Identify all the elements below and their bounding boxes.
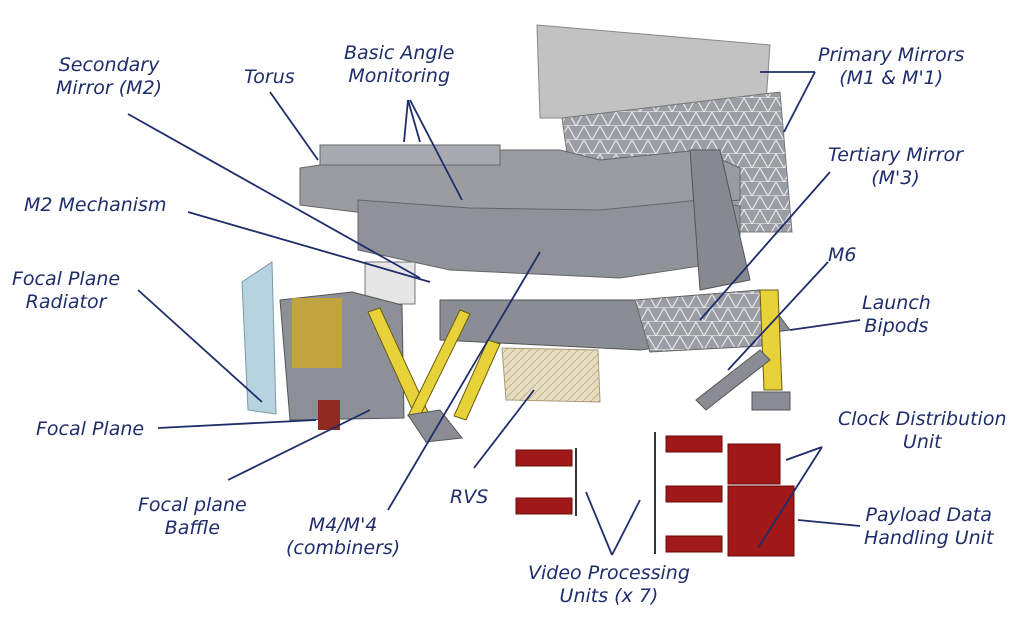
label-focal-plane-radiator: Focal Plane Radiator [12, 268, 121, 313]
video-processing-units [515, 435, 723, 553]
focal-plane-baffle [318, 400, 340, 430]
label-m6: M6 [828, 244, 857, 266]
label-m2-mechanism: M2 Mechanism [24, 194, 167, 216]
label-payload-data-handling-unit: Payload Data Handling Unit [864, 504, 994, 549]
label-video-processing-units: Video Processing Units (x 7) [528, 562, 690, 607]
lower-grid-panel [634, 289, 781, 353]
label-basic-angle-monitoring: Basic Angle Monitoring [344, 42, 455, 87]
launch-bipod-strut [695, 349, 771, 411]
label-m4-combiners: M4/M'4 (combiners) [286, 514, 401, 559]
launch-bipod-foot [751, 391, 791, 411]
vpu-separator-left [575, 448, 577, 516]
torus-lower [357, 199, 741, 279]
rvs-instrument [501, 347, 601, 403]
label-secondary-mirror: Secondary Mirror (M2) [56, 54, 163, 99]
leader-lines [127, 71, 861, 556]
label-primary-mirrors: Primary Mirrors (M1 & M'1) [818, 44, 965, 89]
focal-plane-radiator [241, 261, 277, 415]
label-focal-plane: Focal Plane [36, 418, 145, 440]
m2-mechanism-box [364, 261, 416, 305]
bipods [367, 289, 783, 421]
tertiary-mirror-structure [689, 149, 751, 291]
clock-distribution-unit [727, 443, 781, 485]
label-torus: Torus [244, 66, 295, 88]
focal-plane-gold [292, 298, 342, 368]
torus-top-plate [319, 144, 501, 166]
label-clock-distribution-unit: Clock Distribution Unit [838, 408, 1007, 453]
label-tertiary-mirror: Tertiary Mirror (M'3) [828, 144, 963, 189]
label-launch-bipods: Launch Bipods [862, 292, 931, 337]
bipod-foot [407, 409, 463, 443]
payload-data-handling-unit [727, 485, 795, 557]
label-rvs: RVS [450, 486, 489, 508]
vpu-separator-right [654, 432, 656, 554]
label-focal-plane-baffle: Focal plane Baffle [138, 494, 247, 539]
